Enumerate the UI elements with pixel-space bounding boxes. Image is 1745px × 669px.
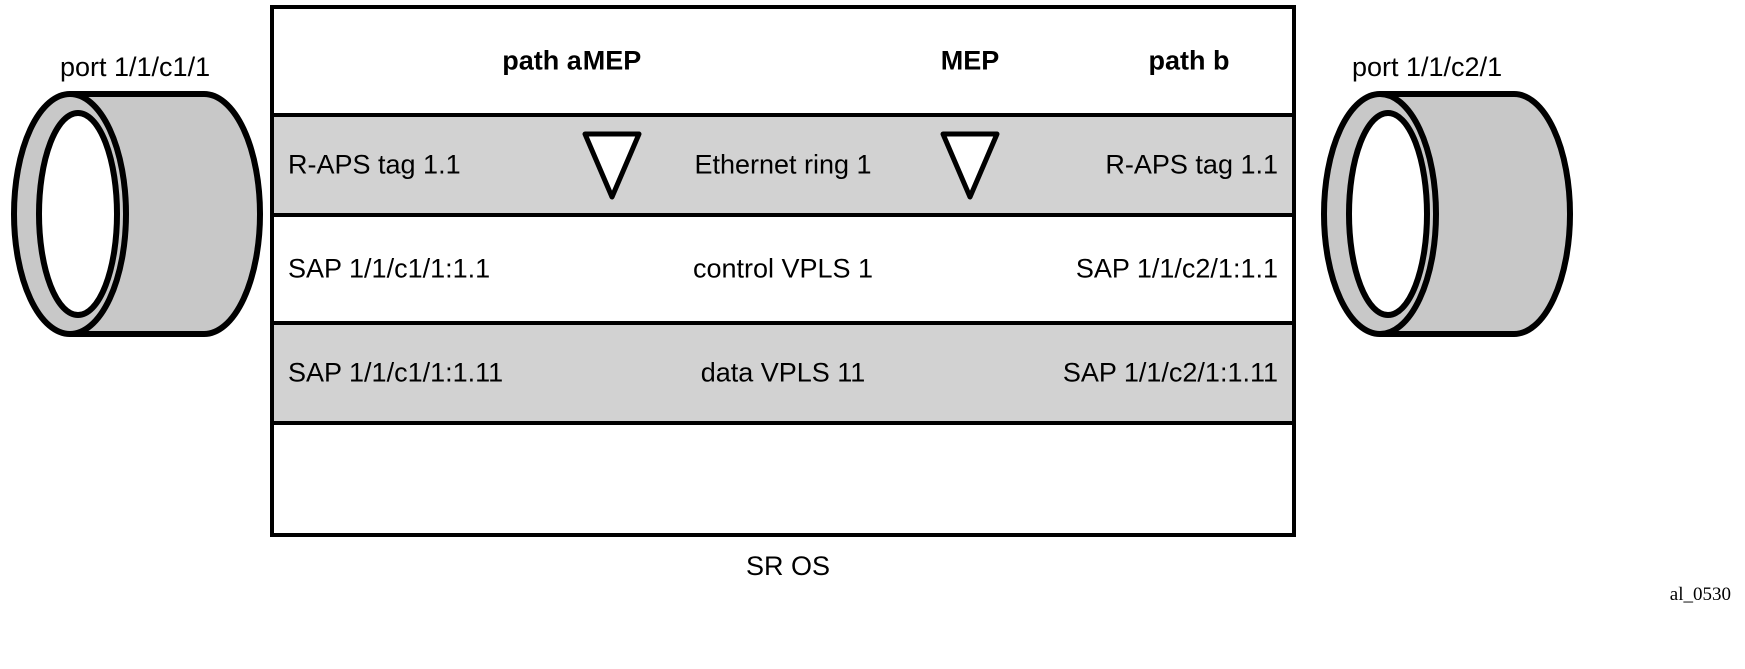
figure-id-label: al_0530 bbox=[1669, 584, 1731, 605]
row-ethernet-ring: R-APS tag 1.1 Ethernet ring 1 R-APS tag … bbox=[274, 113, 1292, 217]
control-vpls-label: control VPLS 1 bbox=[692, 253, 874, 284]
sap-left-data: SAP 1/1/c1/1:1.11 bbox=[288, 357, 504, 388]
ethernet-ring-label: Ethernet ring 1 bbox=[694, 149, 872, 180]
data-vpls-label: data VPLS 11 bbox=[700, 357, 866, 388]
sr-os-chassis: path a MEP MEP path b R-APS tag 1.1 Ethe… bbox=[270, 5, 1296, 537]
column-header-path-b: path b bbox=[1148, 45, 1230, 76]
port-label-left: port 1/1/c1/1 bbox=[60, 52, 211, 82]
row-control-vpls: SAP 1/1/c1/1:1.1 control VPLS 1 SAP 1/1/… bbox=[274, 217, 1292, 321]
row-data-vpls: SAP 1/1/c1/1:1.11 data VPLS 11 SAP 1/1/c… bbox=[274, 321, 1292, 425]
sap-right-data: SAP 1/1/c2/1:1.11 bbox=[1062, 357, 1278, 388]
port-label-right: port 1/1/c2/1 bbox=[1352, 52, 1503, 82]
column-header-path-a: path a bbox=[502, 45, 582, 76]
raps-tag-right: R-APS tag 1.1 bbox=[1105, 149, 1278, 180]
column-header-mep-right: MEP bbox=[940, 45, 1000, 76]
column-header-strip: path a MEP MEP path b bbox=[274, 9, 1292, 113]
sap-left-control: SAP 1/1/c1/1:1.1 bbox=[288, 253, 491, 284]
port-cylinder-left bbox=[8, 88, 268, 340]
sr-os-label: SR OS bbox=[746, 551, 831, 581]
raps-tag-left: R-APS tag 1.1 bbox=[288, 149, 461, 180]
column-header-mep-left: MEP bbox=[582, 45, 642, 76]
port-cylinder-right bbox=[1318, 88, 1578, 340]
sap-right-control: SAP 1/1/c2/1:1.1 bbox=[1075, 253, 1278, 284]
